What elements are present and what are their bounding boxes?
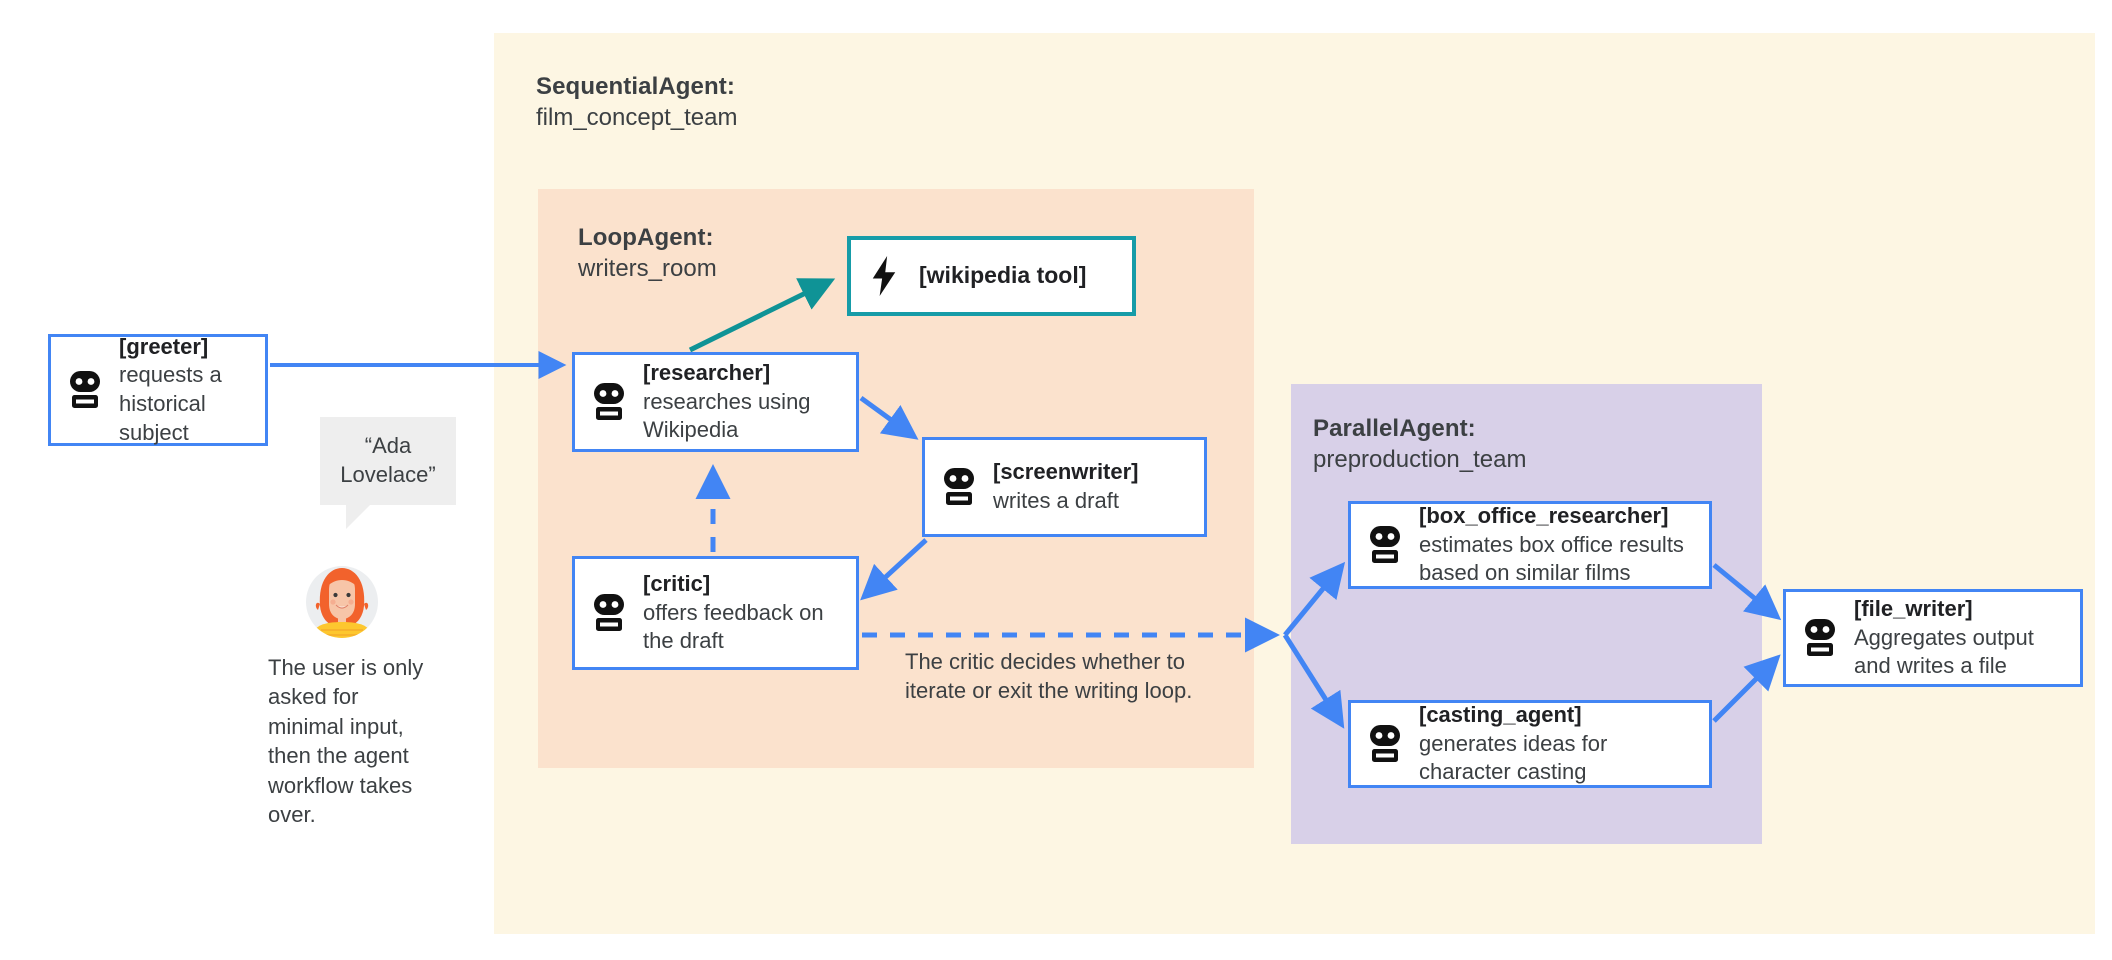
caption-user-input: The user is only asked for minimal input… bbox=[268, 655, 424, 828]
robot-icon bbox=[594, 383, 624, 420]
node-casting-desc: generates ideas for character casting bbox=[1419, 730, 1608, 785]
node-researcher-desc: researches using Wikipedia bbox=[643, 388, 811, 443]
parallel-agent-name: preproduction_team bbox=[1313, 445, 1527, 473]
node-box-office-researcher[interactable]: [box_office_researcher] estimates box of… bbox=[1348, 501, 1712, 589]
node-casting-agent[interactable]: [casting_agent] generates ideas for char… bbox=[1348, 700, 1712, 788]
node-screenwriter-title: [screenwriter] bbox=[993, 459, 1139, 485]
node-screenwriter[interactable]: [screenwriter] writes a draft bbox=[922, 437, 1207, 537]
sequential-agent-type: SequentialAgent: bbox=[536, 73, 735, 100]
user-avatar bbox=[306, 566, 378, 638]
node-greeter-text: [greeter] requests a historical subject bbox=[119, 333, 251, 447]
node-greeter[interactable]: [greeter] requests a historical subject bbox=[48, 334, 268, 446]
node-box-office-desc: estimates box office results based on si… bbox=[1419, 531, 1684, 586]
node-file-writer-text: [file_writer] Aggregates output and writ… bbox=[1854, 595, 2066, 681]
loop-agent-label: LoopAgent: writers_room bbox=[578, 223, 717, 284]
lightning-bolt-icon bbox=[872, 256, 896, 296]
node-file-writer[interactable]: [file_writer] Aggregates output and writ… bbox=[1783, 589, 2083, 687]
node-casting-text: [casting_agent] generates ideas for char… bbox=[1419, 701, 1695, 787]
parallel-agent-type: ParallelAgent: bbox=[1313, 415, 1476, 442]
node-file-writer-title: [file_writer] bbox=[1854, 596, 1973, 622]
node-researcher-text: [researcher] researches using Wikipedia bbox=[643, 359, 842, 445]
node-critic-desc: offers feedback on the draft bbox=[643, 599, 824, 654]
node-screenwriter-desc: writes a draft bbox=[993, 488, 1119, 513]
node-researcher-title: [researcher] bbox=[643, 360, 771, 386]
robot-icon bbox=[1370, 526, 1400, 563]
node-researcher[interactable]: [researcher] researches using Wikipedia bbox=[572, 352, 859, 452]
sequential-agent-label: SequentialAgent: film_concept_team bbox=[536, 72, 737, 133]
node-greeter-title: [greeter] bbox=[119, 333, 209, 359]
node-wikipedia-tool[interactable]: [wikipedia tool] bbox=[847, 236, 1136, 316]
loop-agent-type: LoopAgent: bbox=[578, 224, 714, 251]
sequential-agent-name: film_concept_team bbox=[536, 103, 738, 131]
node-screenwriter-text: [screenwriter] writes a draft bbox=[993, 458, 1139, 515]
node-critic-text: [critic] offers feedback on the draft bbox=[643, 570, 842, 656]
loop-agent-name: writers_room bbox=[578, 254, 717, 282]
speech-bubble-tail bbox=[346, 505, 370, 529]
robot-icon bbox=[1370, 725, 1400, 762]
node-wikipedia-text: [wikipedia tool] bbox=[919, 261, 1086, 291]
parallel-agent-label: ParallelAgent: preproduction_team bbox=[1313, 414, 1526, 475]
robot-icon bbox=[1805, 619, 1835, 656]
robot-icon bbox=[944, 468, 974, 505]
avatar-illustration bbox=[314, 568, 370, 638]
node-casting-title: [casting_agent] bbox=[1419, 702, 1582, 728]
speech-bubble: “Ada Lovelace” bbox=[320, 417, 456, 505]
robot-icon bbox=[594, 594, 624, 631]
robot-icon bbox=[70, 371, 100, 408]
speech-bubble-text: “Ada Lovelace” bbox=[340, 433, 436, 488]
node-critic-title: [critic] bbox=[643, 571, 711, 597]
node-greeter-desc: requests a historical subject bbox=[119, 362, 222, 445]
node-wikipedia-title: [wikipedia tool] bbox=[919, 262, 1087, 289]
node-file-writer-desc: Aggregates output and writes a file bbox=[1854, 624, 2034, 679]
caption-loop-decision: The critic decides whether to iterate or… bbox=[905, 649, 1193, 704]
node-critic[interactable]: [critic] offers feedback on the draft bbox=[572, 556, 859, 670]
node-box-office-text: [box_office_researcher] estimates box of… bbox=[1419, 502, 1695, 588]
node-box-office-title: [box_office_researcher] bbox=[1419, 503, 1669, 529]
